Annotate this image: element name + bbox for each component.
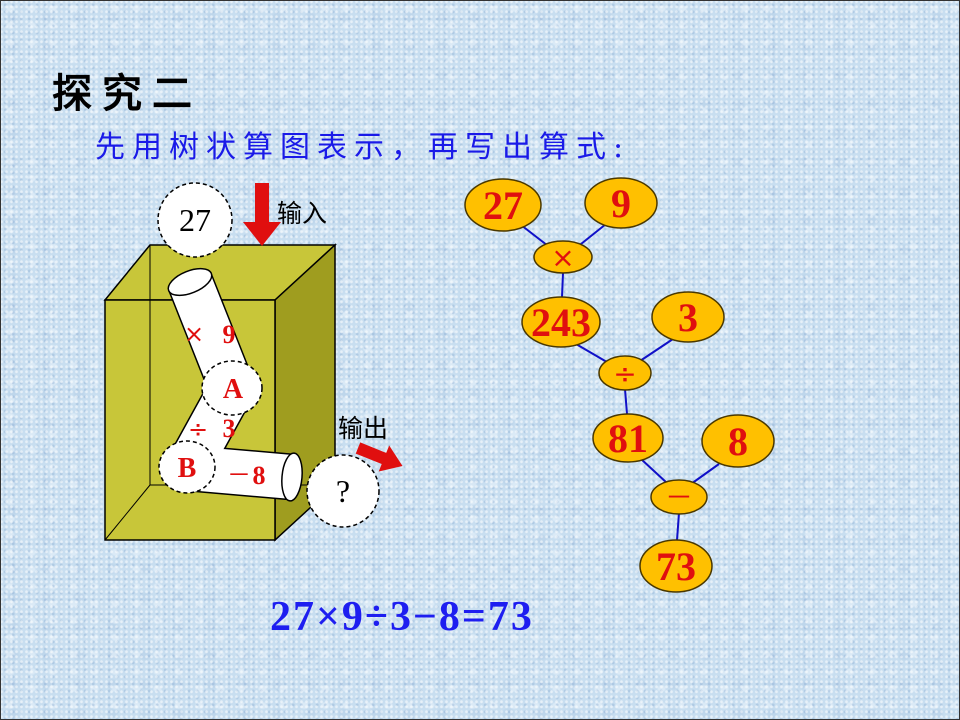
tree-node-operand-2 — [651, 291, 725, 343]
checkpoint-a-label: A — [223, 374, 244, 405]
machine-step-1-operand: 9 — [223, 320, 236, 349]
tree-node-operator-3 — [650, 479, 708, 515]
tree-node-result-2-label: 81 — [608, 416, 648, 461]
output-value: ? — [336, 473, 350, 509]
slide-instruction: 先用树状算图表示，再写出算式: — [95, 130, 631, 165]
tree-node-result-3 — [639, 539, 713, 593]
machine-step-1-operator: × — [184, 320, 204, 348]
tree-edge — [640, 458, 668, 484]
machine-step-2-operator: ÷ — [188, 415, 208, 443]
input-label: 输入 — [277, 199, 327, 228]
tree-node-start — [464, 178, 542, 232]
tree-node-operator-1 — [533, 240, 593, 274]
input-value-circle — [157, 182, 233, 258]
tree-node-operand-3-label: 8 — [728, 419, 748, 464]
machine-step-3-operand: 8 — [253, 461, 266, 490]
tree-node-operator-2-label: ÷ — [613, 357, 636, 390]
checkpoint-b-label: B — [178, 453, 197, 484]
tree-node-operator-3-label: － — [665, 481, 693, 514]
tree-node-operand-1-label: 9 — [611, 181, 631, 226]
pipe-body — [166, 273, 294, 499]
tree-node-result-1-label: 243 — [531, 300, 591, 345]
tree-node-result-1 — [521, 296, 601, 348]
machine-step-2-operand: 3 — [223, 414, 236, 443]
output-arrow-icon — [355, 442, 403, 472]
tree-node-operand-3 — [701, 414, 775, 468]
equation: 27×9÷3−8=73 — [270, 594, 534, 640]
tree-edge — [676, 512, 680, 541]
output-arrow-shape — [355, 442, 403, 472]
pipe-inlet — [167, 267, 213, 297]
tree-node-operand-1 — [584, 177, 658, 229]
checkpoint-b-circle — [158, 440, 216, 494]
tree-edge — [561, 272, 564, 298]
tree-node-start-label: 27 — [483, 183, 523, 228]
tree-node-operator-2 — [598, 355, 652, 391]
box-back-diagonal-edge — [104, 484, 151, 541]
tree-node-operand-2-label: 3 — [678, 295, 698, 340]
tree-edge — [624, 388, 628, 415]
tree-node-operator-1-label: × — [551, 241, 574, 274]
slide-title: 探究二 — [52, 71, 202, 117]
machine-step-3-operator: － — [227, 461, 251, 489]
input-arrow-icon — [243, 183, 281, 246]
tree-diagram: 27 9 × 243 3 ÷ 81 8 － 73 — [464, 177, 775, 593]
checkpoint-a-circle — [201, 360, 263, 416]
pipe-outlet — [281, 452, 303, 502]
input-value: 27 — [179, 202, 211, 238]
pipe — [164, 267, 303, 502]
output-value-circle — [306, 454, 380, 528]
tree-edge — [690, 463, 720, 485]
tree-edge — [636, 338, 674, 364]
tree-node-result-3-label: 73 — [656, 544, 696, 589]
output-label: 输出 — [338, 414, 388, 443]
tree-node-result-2 — [592, 413, 664, 463]
